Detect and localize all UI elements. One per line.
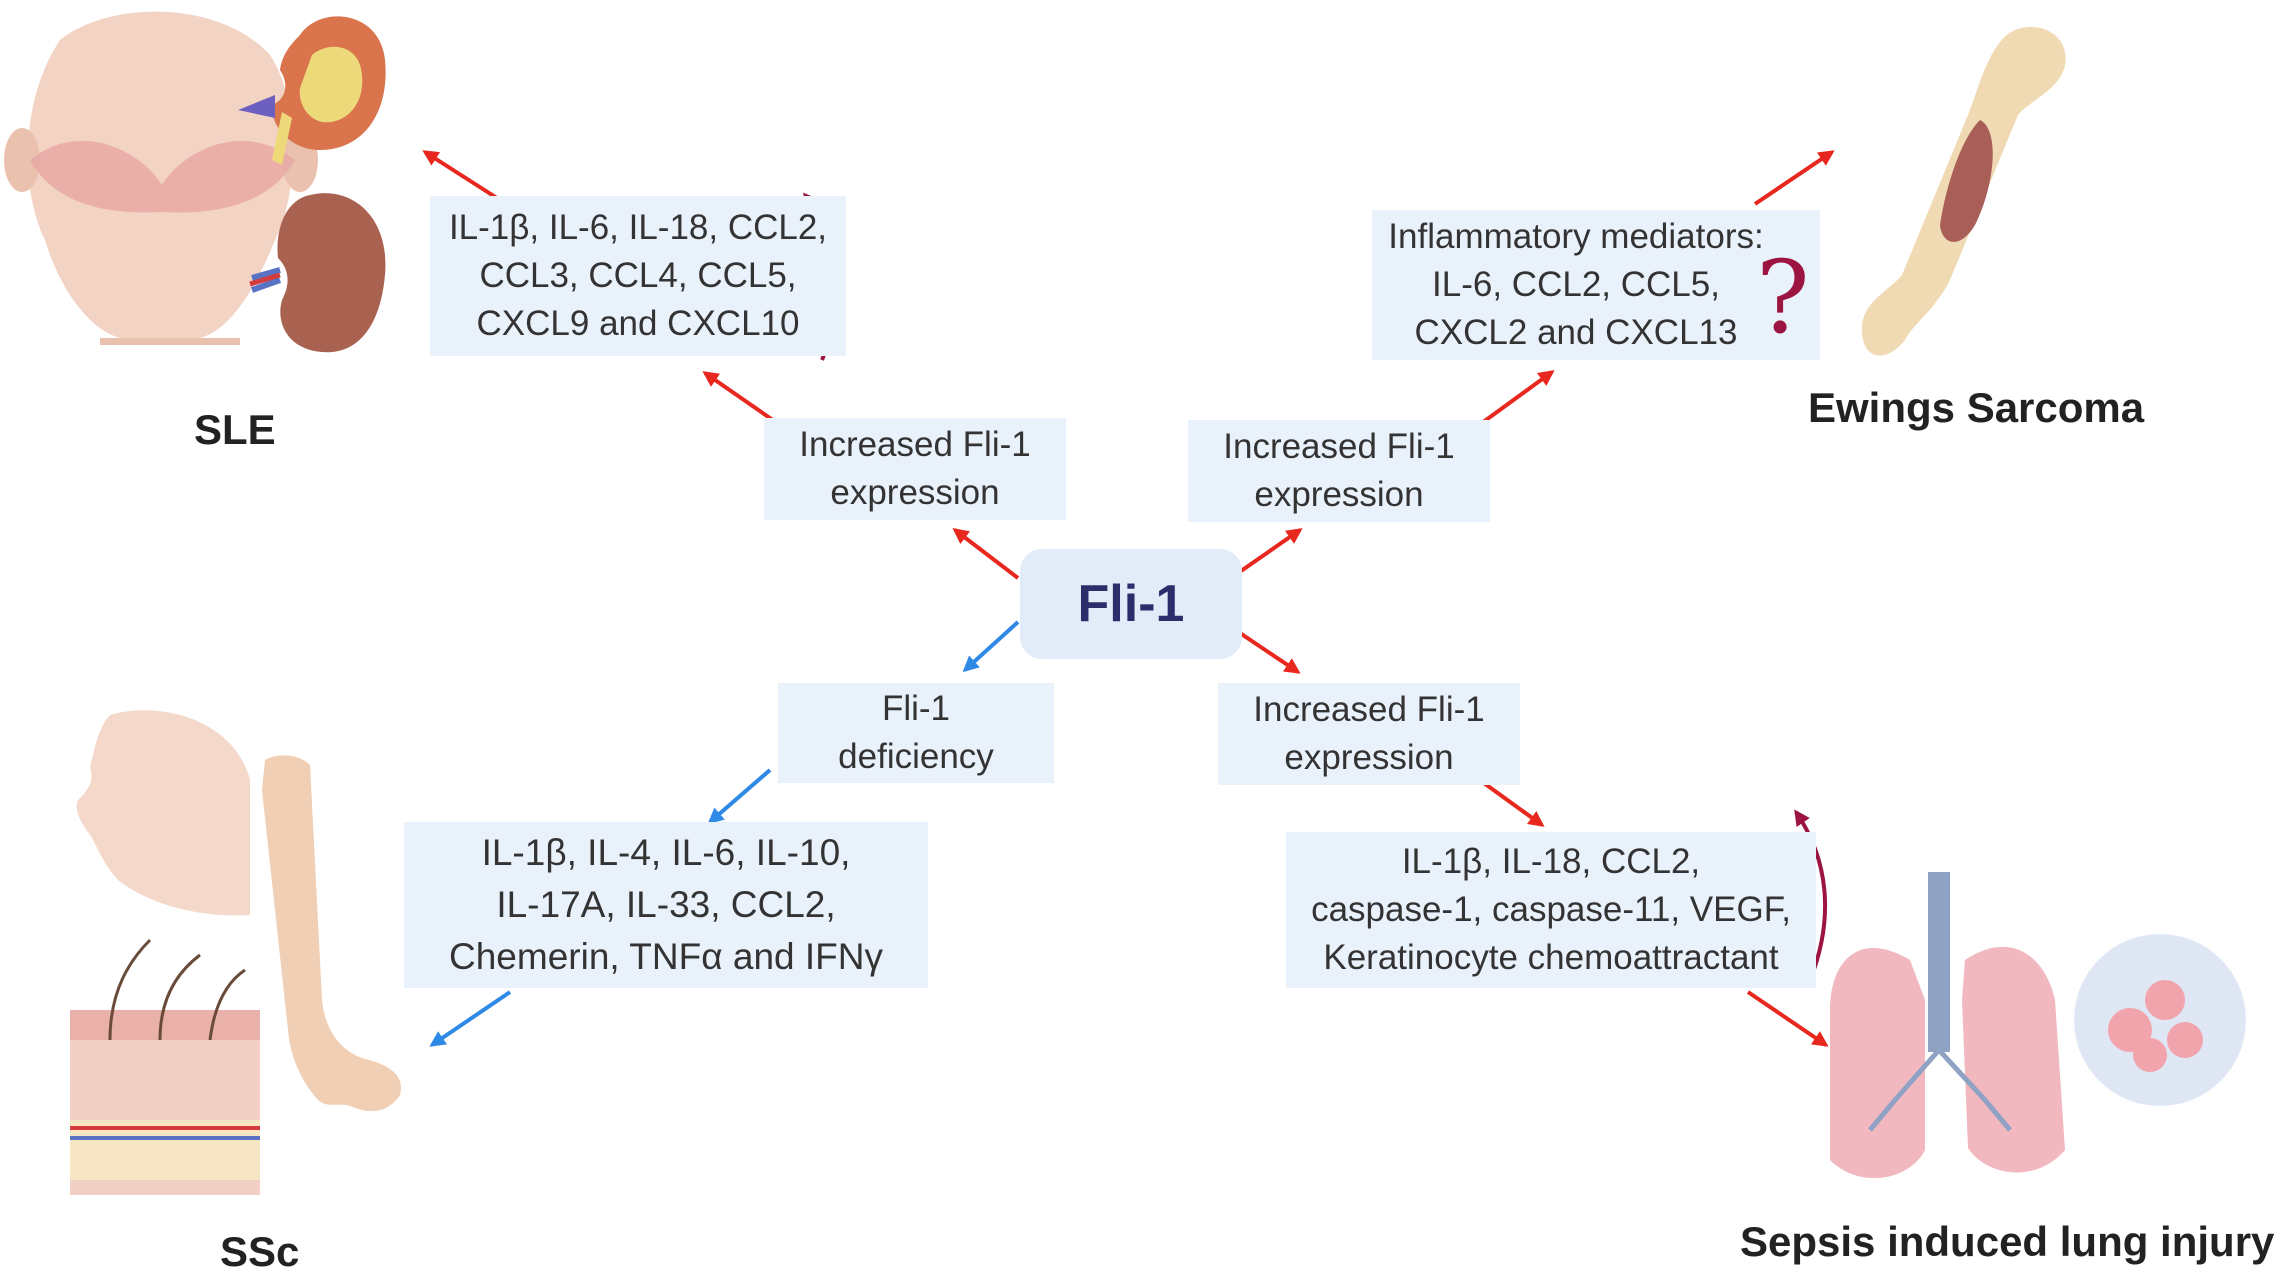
text-line: CCL3, CCL4, CCL5, — [479, 256, 797, 295]
ewing-mediators-text: Inflammatory mediators: IL-6, CCL2, CCL5… — [1388, 213, 1763, 357]
arrow-sle-cytokines-to-organs — [422, 150, 502, 202]
ewing-mediators-box: Inflammatory mediators: IL-6, CCL2, CCL5… — [1372, 210, 1820, 360]
text-line: Keratinocyte chemoattractant — [1323, 938, 1779, 977]
text-line: Increased Fli-1 — [1253, 690, 1485, 729]
fli1-center-node: Fli-1 — [1020, 549, 1242, 659]
text-line: caspase-1, caspase-11, VEGF, — [1311, 890, 1791, 929]
text-line: IL-1β, IL-18, CCL2, — [1401, 842, 1701, 881]
sepsis-expression-box: Increased Fli-1 expression — [1218, 683, 1520, 785]
text-line: Increased Fli-1 — [1223, 427, 1455, 466]
skin-section-icon — [70, 938, 260, 1195]
sepsis-cytokines-text: IL-1β, IL-18, CCL2, caspase-1, caspase-1… — [1311, 838, 1791, 982]
face-profile-icon — [76, 710, 250, 916]
sepsis-expression-text: Increased Fli-1 expression — [1253, 686, 1484, 782]
text-line: IL-6, CCL2, CCL5, — [1432, 265, 1720, 304]
sle-expression-box: Increased Fli-1 expression — [764, 418, 1066, 520]
femur-bone-icon — [1861, 26, 2066, 356]
ewing-expression-box: Increased Fli-1 expression — [1188, 420, 1490, 522]
arrow-center-to-sle — [952, 528, 1020, 580]
center-label: Fli-1 — [1077, 575, 1185, 633]
text-line: expression — [1254, 475, 1424, 514]
feedback-arrow-sepsis — [1794, 809, 1828, 981]
ssc-deficiency-box: Fli-1 deficiency — [778, 683, 1054, 783]
kidney-icon — [249, 193, 386, 353]
arrow-sle-expr-to-cytokines — [702, 371, 782, 427]
text-line: IL-17A, IL-33, CCL2, — [496, 884, 836, 925]
text-line: Inflammatory mediators: — [1388, 217, 1764, 256]
text-line: Increased Fli-1 — [799, 425, 1031, 464]
disease-label-ssc: SSc — [220, 1228, 300, 1275]
text-line: IL-1β, IL-4, IL-6, IL-10, — [481, 832, 851, 873]
arrow-ewing-expr-to-mediators — [1473, 370, 1555, 430]
disease-label-sepsis: Sepsis induced lung injury — [1740, 1218, 2275, 1265]
arrow-ssc-deficiency-to-cytokines — [707, 768, 772, 825]
text-line: IL-1β, IL-6, IL-18, CCL2, — [448, 208, 828, 247]
arrow-center-to-ssc — [962, 620, 1020, 673]
alveoli-icon — [2074, 934, 2246, 1106]
text-line: CXCL2 and CXCL13 — [1414, 313, 1738, 352]
disease-label-sle: SLE — [194, 406, 276, 453]
arm-icon — [262, 755, 401, 1112]
face-malar-rash-icon — [4, 11, 318, 345]
ssc-cytokines-box: IL-1β, IL-4, IL-6, IL-10, IL-17A, IL-33,… — [404, 822, 928, 988]
kidney-section-icon — [238, 16, 386, 165]
arrow-sepsis-cytokines-to-lungs — [1746, 990, 1829, 1047]
sle-cytokines-box: IL-1β, IL-6, IL-18, CCL2, CCL3, CCL4, CC… — [430, 196, 846, 356]
sle-expression-text: Increased Fli-1 expression — [799, 421, 1030, 517]
arrow-ssc-cytokines-to-skin — [429, 990, 512, 1047]
arrow-ewing-mediators-to-bone — [1753, 150, 1835, 206]
text-line: deficiency — [838, 737, 994, 776]
sle-cytokines-text: IL-1β, IL-6, IL-18, CCL2, CCL3, CCL4, CC… — [449, 204, 827, 348]
text-line: Fli-1 — [881, 689, 951, 728]
sepsis-cytokines-box: IL-1β, IL-18, CCL2, caspase-1, caspase-1… — [1286, 832, 1816, 988]
text-line: expression — [1284, 738, 1454, 777]
ssc-cytokines-text: IL-1β, IL-4, IL-6, IL-10, IL-17A, IL-33,… — [449, 827, 883, 983]
ewing-expression-text: Increased Fli-1 expression — [1223, 423, 1454, 519]
text-line: Chemerin, TNFα and IFNγ — [449, 936, 883, 977]
lungs-icon — [1830, 872, 2065, 1179]
question-mark: ? — [1756, 239, 1810, 356]
text-line: expression — [830, 473, 1000, 512]
text-line: CXCL9 and CXCL10 — [476, 304, 800, 343]
disease-label-ewing: Ewings Sarcoma — [1808, 384, 2145, 431]
ssc-deficiency-text: Fli-1 deficiency — [838, 685, 994, 781]
